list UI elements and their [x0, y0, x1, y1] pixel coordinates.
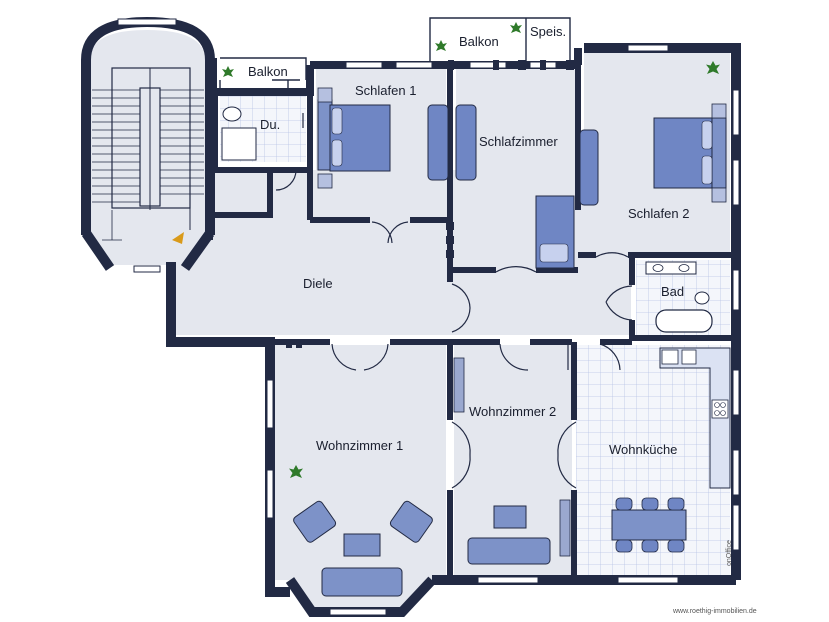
room-labels: Balkon Du. Schlafen 1 Balkon Speis. Schl…	[248, 24, 689, 457]
pillars	[286, 60, 574, 348]
living-room-1-furniture	[293, 500, 433, 597]
room-label-speis: Speis.	[530, 24, 566, 39]
bath-fixtures	[645, 261, 713, 333]
plant-icon	[289, 465, 303, 478]
bed-schlafen-1	[317, 87, 391, 189]
room-label-wohnkueche: Wohnküche	[609, 442, 677, 457]
floor-areas	[90, 20, 730, 610]
room-label-wohnzimmer-2: Wohnzimmer 2	[469, 404, 556, 419]
room-label-bad: Bad	[661, 284, 684, 299]
wardrobe-schlafen-1	[427, 104, 449, 181]
living-room-2-furniture	[453, 357, 571, 565]
dining-table	[611, 497, 687, 553]
room-label-wohnzimmer-1: Wohnzimmer 1	[316, 438, 403, 453]
logo-text: onOffice	[726, 540, 733, 566]
staircase	[92, 67, 204, 241]
room-label-balkon-top: Balkon	[459, 34, 499, 49]
room-label-diele: Diele	[303, 276, 333, 291]
balcony-railings	[219, 17, 571, 96]
room-label-schlafzimmer: Schlafzimmer	[479, 134, 558, 149]
room-label-schlafen-2: Schlafen 2	[628, 206, 689, 221]
shower-fixtures	[221, 106, 257, 161]
doors	[275, 113, 633, 489]
room-label-schlafen-1: Schlafen 1	[355, 83, 416, 98]
kitchen-counter	[659, 347, 731, 489]
plant-icon	[435, 40, 447, 51]
plant-icon	[706, 61, 720, 74]
plant-icons	[222, 22, 720, 478]
direction-marker	[172, 232, 184, 244]
wardrobe-schlafzimmer	[455, 104, 599, 206]
website-url: www.roethig-immobilien.de	[672, 608, 757, 615]
room-label-balkon-left: Balkon	[248, 64, 288, 79]
plant-icon	[222, 66, 234, 77]
bed-schlafen-2	[653, 103, 727, 203]
bed-schlafzimmer	[535, 195, 575, 269]
room-label-dusche: Du.	[260, 117, 280, 132]
plant-icon	[510, 22, 522, 33]
